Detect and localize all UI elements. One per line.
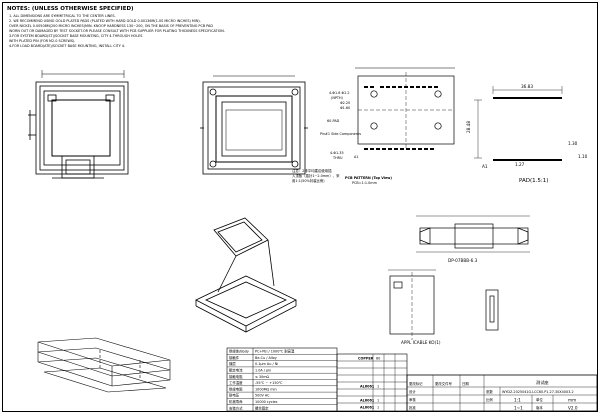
mat-val: 10000 cycles: [255, 400, 278, 404]
pcb-label-dim-left: 4-Φ1.35: [330, 151, 344, 155]
pcb-chinese-note: 注意：2排平均建议使用插: [292, 168, 332, 173]
pcb-label-a1: A1: [354, 155, 358, 159]
side-view-title: DP-07BBB-6.3: [448, 258, 478, 263]
mat-val: Be-Cu / Alloy: [255, 356, 277, 360]
pad-a1: A1: [482, 164, 488, 169]
mat-val: PC+PEI / 1000℃ 耐高温: [255, 349, 295, 354]
tb-change-key: 更改标记: [409, 381, 423, 386]
mat-val: 1000MΩ min: [255, 387, 277, 391]
pcb-label-dia-2: Φ1.60: [340, 106, 350, 110]
tb-part-no: WYDZ.2025041G.LCC60.P1.27.30X40X3.2: [502, 390, 574, 394]
notes-title: NOTES: (UNLESS OTHERWISE SPECIFIED): [7, 6, 134, 12]
socket-plan-view: [200, 75, 308, 175]
mat-key: 绝缘电阻: [229, 386, 243, 391]
note-line: 3.FOR SYSTEM BOARD(ST)/SOCKET BASE MOUNT…: [9, 34, 142, 38]
socket-3d-view: [195, 217, 297, 333]
pcb-label-holes: 4-Φ1.6 Φ2.2: [329, 91, 350, 95]
pcb-label-pad: 60-PAD: [327, 119, 340, 123]
rev-qty: 1: [377, 385, 379, 389]
note-line: OVER NICKEL 0.00508M(200 MICRO INCHES)MI…: [9, 24, 213, 28]
rev-mat: AL6061: [360, 406, 375, 410]
tb-check-key: 审核: [409, 397, 416, 402]
pad-dim-width: 36.83: [521, 84, 533, 89]
rev-qty: 1: [377, 399, 379, 403]
mat-key: 工作温度: [229, 380, 243, 385]
tb-design-key: 设计: [409, 389, 416, 394]
note-line: 2. WE RECOMMEND USING GOLD PLATED PADS (…: [9, 19, 201, 23]
mat-key: 接触电阻: [229, 374, 243, 379]
notes-block: NOTES: (UNLESS OTHERWISE SPECIFIED) 1. A…: [7, 6, 225, 48]
tb-change-file-key: 更改文件号: [435, 381, 453, 386]
cable-view: APPL ICABLE KO(1): [388, 269, 499, 345]
mat-val: 螺丝固定: [255, 405, 269, 410]
pad-dim-pitch: 1.27: [515, 162, 525, 167]
tb-sheet-key: 张数: [486, 389, 493, 394]
pad-dim-pad: 1.30: [568, 141, 578, 146]
mat-val: 1.0A / pin: [255, 369, 271, 373]
socket-top-view: [28, 70, 129, 179]
pcb-pattern-title: PCB PATTERN (Top View): [345, 176, 392, 180]
pad-view-title: PAD(1.5:1): [519, 178, 548, 184]
mat-key: 耐电压: [229, 393, 240, 398]
pcb-label-npth: (NPTH): [331, 96, 344, 100]
pcb-chinese-note: 入顶板（插针1~2.0mm）、采: [292, 173, 340, 178]
revision-table: COPPER 60 AL6061 1 AL6061 1 AL6061 1: [336, 353, 408, 412]
mat-key: 机械寿命: [229, 399, 243, 404]
mat-val: -55℃ ~ +150℃: [255, 381, 283, 385]
rev-mat: AL6061: [360, 385, 375, 389]
pad-dim-height: 28.48: [466, 121, 471, 133]
tb-ratio: 1~1: [514, 406, 523, 411]
exploded-view: [37, 337, 171, 393]
pcb-label-guide: Pin#1 Side Components: [320, 132, 361, 136]
note-line: WITH PLATED PIN (FOR M2.0 SCREWS).: [9, 39, 75, 43]
tb-unit-key: 单位: [536, 397, 543, 402]
rev-qty: 1: [377, 406, 379, 410]
pad-view: 36.83 28.48 1.27 1.30 1.10 A1 PAD(1.5:1): [466, 84, 588, 184]
rev-qty: 60: [376, 357, 380, 361]
mat-val: 500V AC: [255, 394, 270, 398]
mat-key: 接触件: [229, 355, 240, 360]
tb-date-key: 日期: [462, 381, 469, 386]
cable-view-title: APPL ICABLE KO(1): [401, 340, 441, 345]
rev-mat: AL6061: [360, 399, 375, 403]
tb-version-key: 版本: [536, 405, 543, 410]
mat-key: 镀层: [229, 361, 236, 366]
pcb-label-thru: THRU: [332, 156, 343, 160]
title-block: 更改标记 更改文件号 日期 测试座 设计 张数 WYDZ.2025041G.LC…: [406, 374, 598, 412]
tb-unit: mm: [568, 398, 576, 403]
rev-mat: COPPER: [358, 357, 374, 361]
tb-scale: 1:1: [514, 398, 521, 403]
pcb-chinese-note: 用1:1(50%封装比例): [292, 178, 325, 183]
mat-val: ≤ 30mΩ: [255, 375, 270, 379]
pcb-pattern: 4-Φ1.6 Φ2.2 (NPTH) Φ2.20 Φ1.60 60-PAD Pi…: [292, 67, 455, 185]
materials-table: 绝缘体/Body PC+PEI / 1000℃ 耐高温 接触件 Be-Cu / …: [226, 347, 338, 412]
mat-val: 0.1μm Au / Ni: [255, 362, 278, 366]
tb-version: V2.0: [568, 406, 578, 411]
pcb-label-dia-1: Φ2.20: [340, 101, 350, 105]
mat-key: 安装方式: [229, 405, 243, 410]
pcb-pattern-scale: PCB=1:1.0mm: [352, 181, 378, 185]
tb-scale-key: 比例: [486, 397, 493, 402]
note-line: WORN OUT OR DAMAGED BY TEST SOCKET.OR PL…: [9, 29, 225, 33]
tb-approve-key: 批准: [409, 405, 416, 410]
mat-key: 绝缘体/Body: [229, 349, 249, 354]
tb-test-label: 测试座: [536, 379, 549, 386]
mat-key: 额定电流: [229, 368, 243, 373]
pad-dim-pad2: 1.10: [578, 154, 588, 159]
note-line: 1. ALL DIMENSIONS ARE SYMMETRICAL TO THE…: [9, 14, 116, 18]
side-view: DP-07BBB-6.3: [416, 215, 530, 263]
note-line: 4.FOR LOAD BOARD(ATE)/SOCKET BASE MOUNTI…: [9, 44, 125, 48]
